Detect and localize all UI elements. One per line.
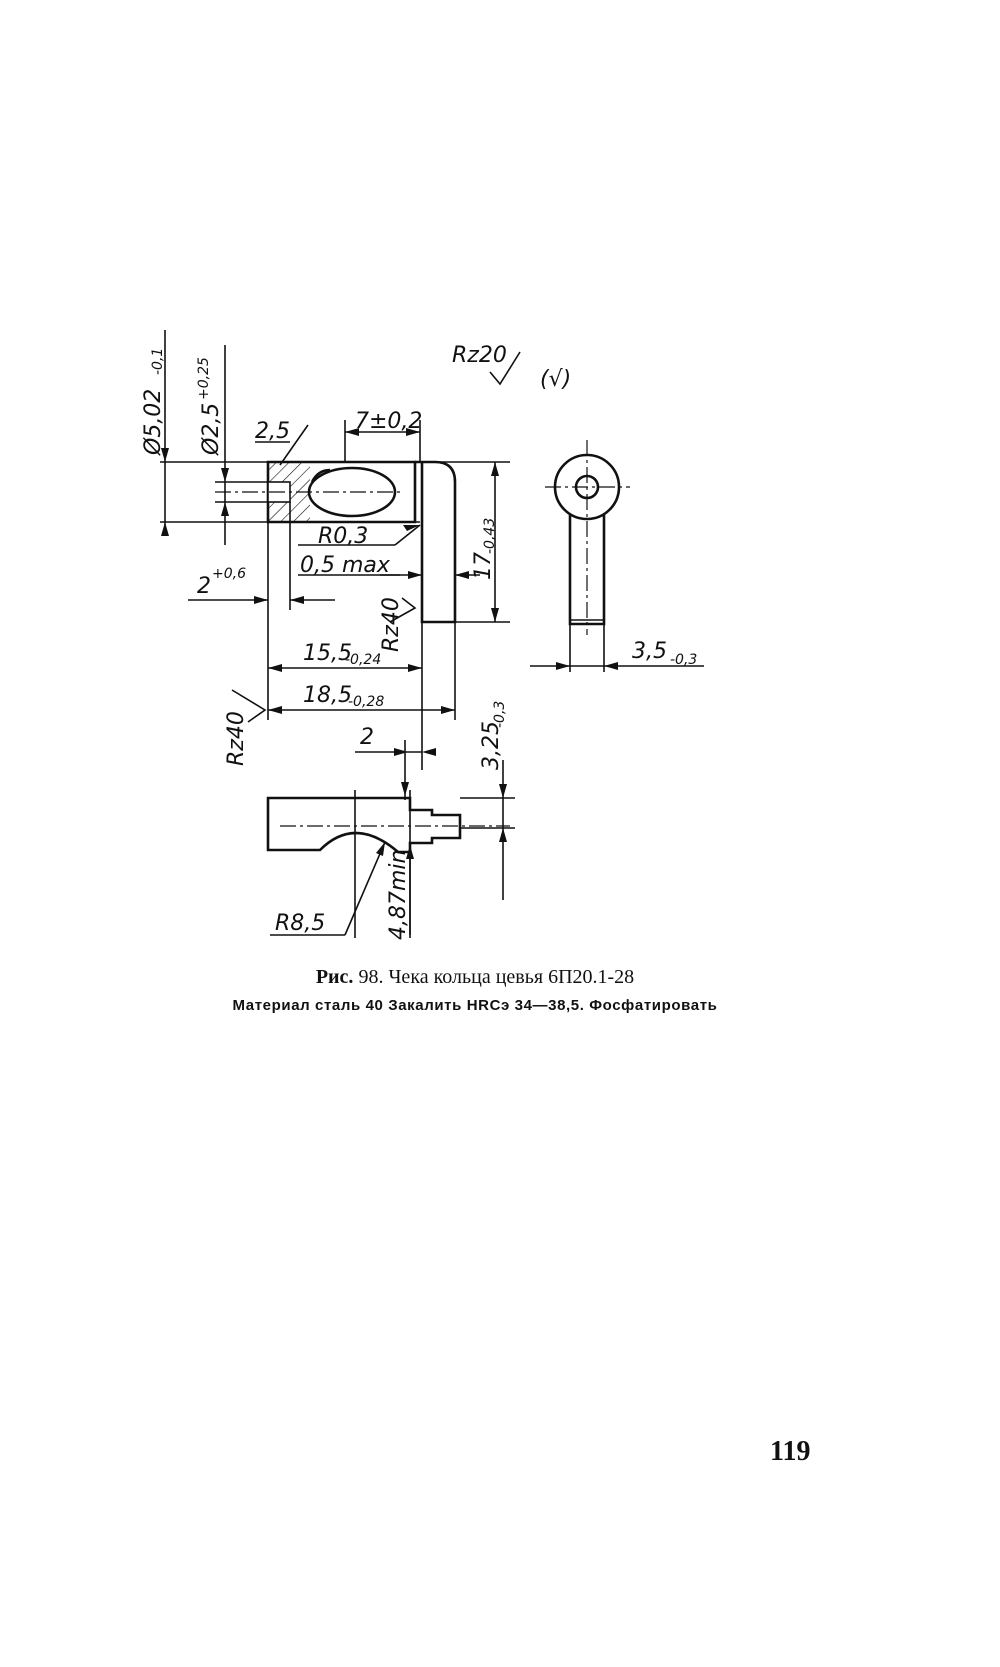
dim-offset-tol: -0,3 <box>492 701 508 728</box>
dim-hole-depth-tol: +0,6 <box>212 566 246 582</box>
main-view <box>160 420 510 770</box>
figure-title: Чека кольца цевья 6П20.1-28 <box>388 966 635 988</box>
dim-offset: 3,25 <box>479 721 504 770</box>
dim-length-inner-tol: -0,24 <box>345 652 381 668</box>
roughness-remaining-label: (√) <box>540 367 571 392</box>
roughness-general-label: Rz20 <box>452 343 507 368</box>
dim-hole-depth: 2 <box>197 574 211 599</box>
figure-label: Рис. <box>315 966 354 988</box>
side-view <box>530 440 704 672</box>
dim-height-tol: -0,43 <box>482 518 498 554</box>
dim-radius-large: R8,5 <box>275 911 325 936</box>
figure-number: 98. <box>358 966 384 988</box>
page-number: 119 <box>770 1436 811 1467</box>
dim-step: 2 <box>360 725 374 750</box>
dim-thickness: 3,5 <box>632 639 667 664</box>
roughness-general-symbol <box>489 351 521 386</box>
roughness-side: Rz40 <box>379 597 404 652</box>
dim-slot-position: 7±0,2 <box>355 409 422 434</box>
dim-depth-min: 4,87min <box>386 850 411 940</box>
roughness-end: Rz40 <box>224 711 249 766</box>
dim-length-outer-tol: -0,28 <box>348 694 384 710</box>
dim-radius-small: R0,3 <box>318 524 368 549</box>
dim-hole-diameter: Ø2,5 <box>199 403 224 456</box>
dim-chamfer: 2,5 <box>255 419 290 444</box>
figure-caption: Рис. 98. Чека кольца цевья 6П20.1-28 <box>0 966 950 989</box>
material-note: Материал сталь 40 Закалить HRCэ 34—38,5.… <box>232 997 718 1014</box>
dim-hole-diameter-tol: +0,25 <box>196 357 212 400</box>
dim-length-inner: 15,5 <box>303 641 352 666</box>
dim-outer-diameter-tol: -0,1 <box>150 348 166 375</box>
dim-outer-diameter: Ø5,02 <box>141 389 166 456</box>
dim-thickness-tol: -0,3 <box>670 652 697 668</box>
dim-length-outer: 18,5 <box>303 683 352 708</box>
dim-gap-max: 0,5 max <box>300 553 391 578</box>
